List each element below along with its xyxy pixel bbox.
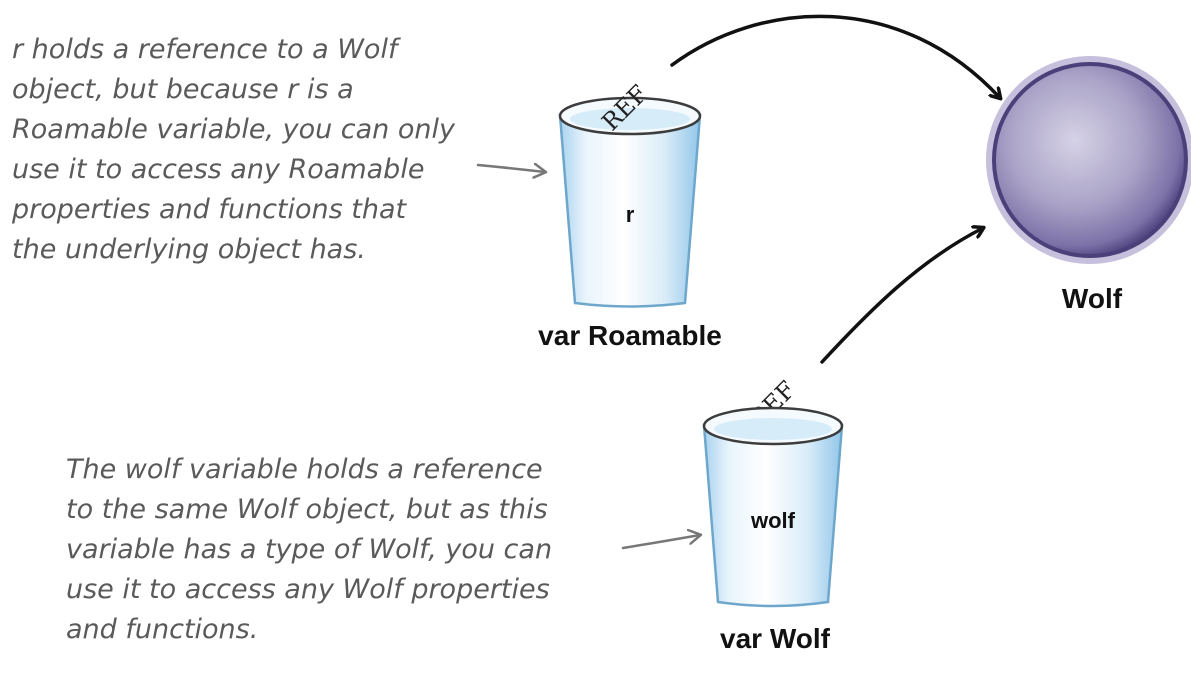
roamable-note-line: r holds a reference to a Wolf xyxy=(12,34,401,65)
roamable-ref-arrow xyxy=(670,14,1000,98)
wolf-note-line: variable has a type of Wolf, you can xyxy=(66,534,552,565)
wolf-note-pointer xyxy=(621,535,700,550)
wolf-note-line: and functions. xyxy=(66,614,258,645)
roamable-note-pointer xyxy=(476,165,545,172)
roamable-cup: r xyxy=(558,96,702,308)
wolf-note-line: use it to access any Wolf properties xyxy=(66,574,550,605)
roamable-note-line: properties and functions that xyxy=(11,194,408,225)
roamable-cup-name: r xyxy=(626,202,635,227)
roamable-note-line: object, but because r is a xyxy=(12,74,354,105)
wolf-cup-name: wolf xyxy=(750,508,796,533)
wolf-note: The wolf variable holds a reference to t… xyxy=(66,454,552,645)
wolf-object xyxy=(986,56,1191,264)
wolf-note-line: to the same Wolf object, but as this xyxy=(66,494,548,525)
wolf-object-label: Wolf xyxy=(1062,283,1123,314)
roamable-note-line: Roamable variable, you can only xyxy=(12,114,456,145)
wolf-note-line: The wolf variable holds a reference xyxy=(66,454,543,485)
wolf-cup-type-label: var Wolf xyxy=(720,623,831,654)
roamable-cup-type-label: var Roamable xyxy=(538,320,722,351)
roamable-note: r holds a reference to a Wolf object, bu… xyxy=(11,34,456,265)
wolf-ref-arrow xyxy=(820,228,983,364)
roamable-note-line: the underlying object has. xyxy=(12,234,366,265)
wolf-cup: wolf xyxy=(702,406,844,608)
roamable-note-line: use it to access any Roamable xyxy=(12,154,424,185)
